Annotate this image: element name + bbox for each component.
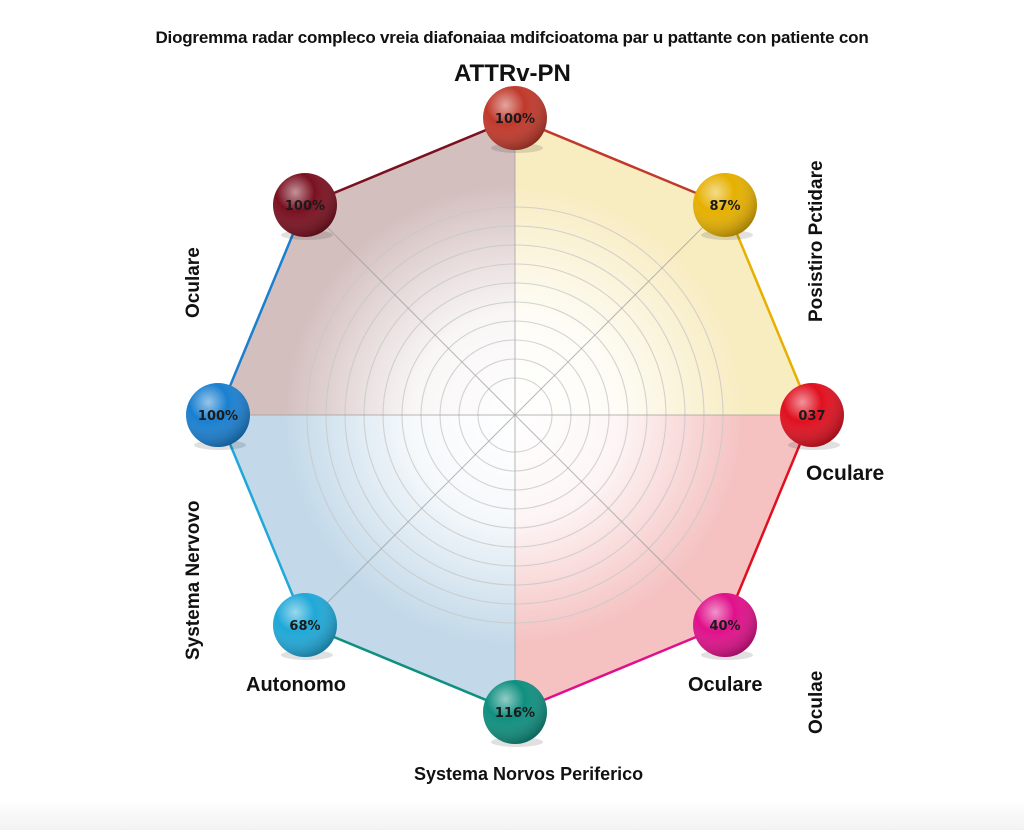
- value-label: 116%: [495, 706, 535, 721]
- value-label: 100%: [495, 112, 535, 127]
- axis-spoke: [304, 204, 516, 416]
- outline-segment: [216, 204, 307, 416]
- value-node-shine: [780, 383, 844, 447]
- value-label: 68%: [289, 619, 320, 634]
- value-label: 037: [798, 409, 825, 424]
- axis-label-sistema-periferico: Systema Norvos Periferico: [414, 764, 644, 784]
- outline-segment: [216, 414, 307, 626]
- axis-label-autonomo: Autonomo: [246, 674, 346, 696]
- value-label: 87%: [709, 199, 740, 214]
- axis-label-oculare-right: Oculare: [806, 462, 885, 485]
- outline-segment: [514, 623, 726, 714]
- value-node-shine: [272, 593, 337, 658]
- value-node-shine: [186, 383, 250, 447]
- value-node-shine: [483, 86, 547, 150]
- value-node-shine: [483, 680, 547, 744]
- value-node-shine: [272, 172, 337, 237]
- outline-segment: [723, 414, 814, 626]
- extra-label-oculae: Oculae: [806, 670, 827, 734]
- outline-segment: [723, 204, 814, 416]
- axis-label-oculare-left: Oculare: [183, 247, 204, 318]
- outline-segment: [304, 623, 516, 714]
- value-label: 100%: [285, 199, 325, 214]
- chart-title: Diogremma radar compleco vreia diafonaia…: [155, 28, 869, 47]
- axis-spoke: [514, 414, 726, 626]
- value-label: 100%: [198, 409, 238, 424]
- center-title-label: ATTRv-PN: [454, 60, 571, 87]
- axis-spoke: [514, 204, 726, 416]
- axis-spoke: [304, 414, 516, 626]
- outline-segment: [304, 116, 516, 207]
- floor-shadow: [0, 800, 1024, 830]
- axis-label-posistiro: Posistiro Pctidare: [806, 160, 827, 322]
- axis-label-oculare-lower-right: Oculare: [688, 674, 763, 696]
- value-node-shine: [693, 172, 758, 237]
- value-node-shine: [693, 593, 758, 658]
- axis-label-sistema-nervovo: Systema Nervovo: [183, 500, 204, 660]
- value-label: 40%: [709, 619, 740, 634]
- outline-segment: [514, 116, 726, 207]
